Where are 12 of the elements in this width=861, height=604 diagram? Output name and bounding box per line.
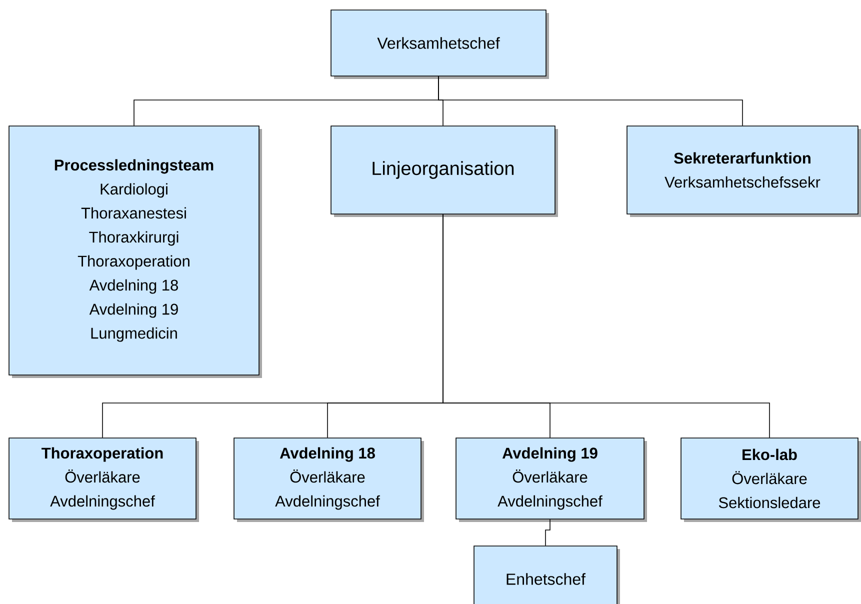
org-box: Avdelning 19 Överläkare Avdelningschef — [456, 438, 647, 522]
org-box: Thoraxoperation Överläkare Avdelningschef — [8, 438, 199, 522]
connector-line — [442, 214, 770, 438]
org-box: Processledningsteam Kardiologi Thoraxanestesi Thoraxkirurgi Thoraxoperation Avdelning 18 Avdelning 19 Lungmedicin — [8, 126, 262, 378]
org-box: Avdelning 18 Överläkare Avdelningschef — [234, 438, 424, 522]
org-box: Enhetschef — [474, 546, 620, 604]
org-box: Sekreterarfunktion Verksamhetschefssekr — [626, 126, 861, 217]
connector-line — [545, 519, 550, 546]
org-box: Eko-lab Överläkare Sektionsledare — [680, 438, 861, 522]
connector-line — [438, 76, 743, 126]
org-box: Linjeorganisation — [330, 126, 558, 217]
org-box: Verksamhetschef — [330, 10, 549, 79]
